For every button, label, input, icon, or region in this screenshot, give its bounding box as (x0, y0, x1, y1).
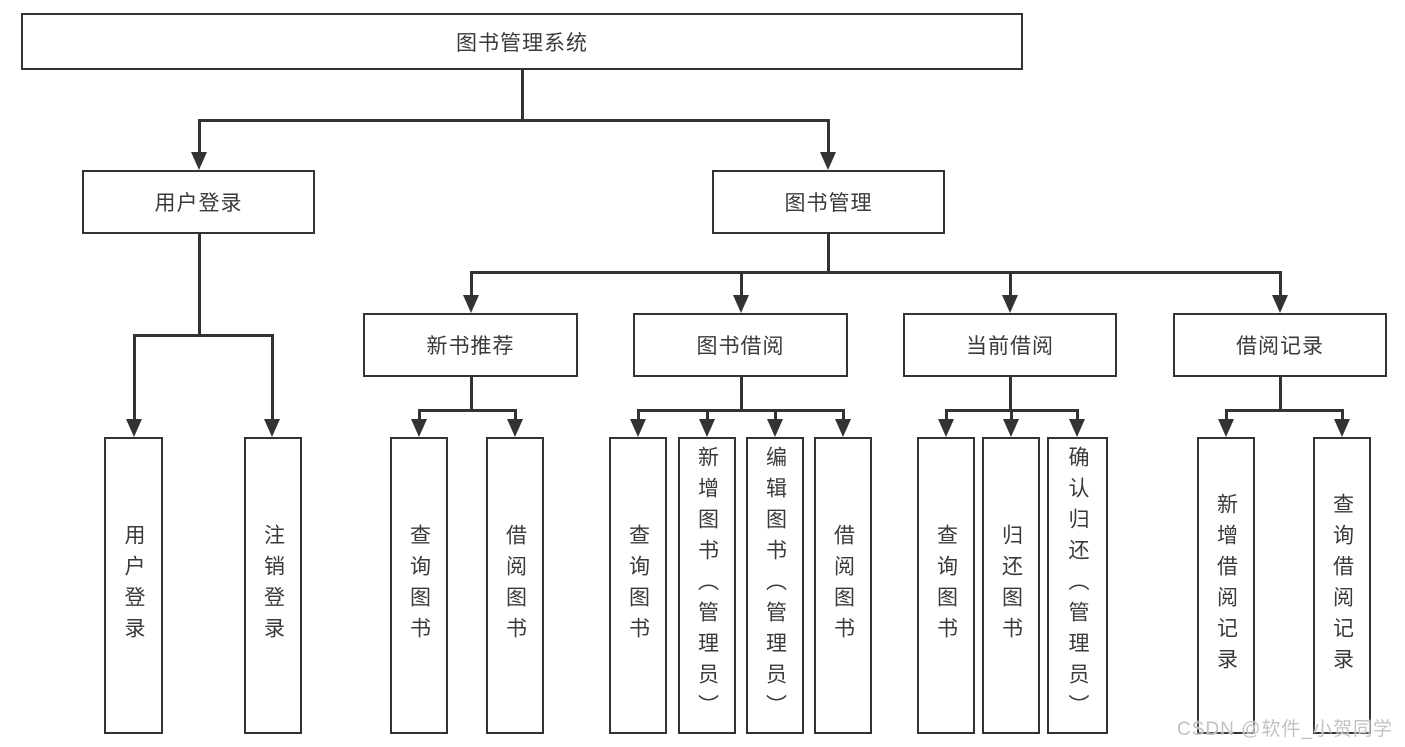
arrow-down-icon (938, 419, 954, 437)
connector-line (1224, 410, 1228, 421)
connector-line (1075, 410, 1079, 421)
connector-line (469, 272, 473, 297)
connector-line (469, 377, 473, 412)
node-new-book-recommend: 新书推荐 (363, 313, 578, 377)
node-current-borrow: 当前借阅 (903, 313, 1117, 377)
connector-line (417, 408, 517, 412)
arrow-down-icon (1002, 295, 1018, 313)
connector-line (520, 69, 524, 121)
connector-line (197, 120, 201, 154)
leaf-label: 借阅图书 (503, 523, 527, 648)
arrow-down-icon (699, 419, 715, 437)
connector-line (1278, 272, 1282, 297)
connector-line (469, 270, 1282, 274)
connector-line (1278, 377, 1282, 412)
leaf-label: 确认归还（管理员） (1066, 446, 1089, 725)
leaf-label: 编辑图书（管理员） (763, 446, 787, 725)
arrow-down-icon (733, 295, 749, 313)
leaf-label: 查询借阅记录 (1330, 492, 1354, 679)
leaf-label: 归还图书 (999, 523, 1023, 648)
leaf-add-borrow-record: 新增借阅记录 (1197, 437, 1255, 734)
connector-line (1340, 410, 1344, 421)
leaf-query-books-borrow: 查询图书 (609, 437, 667, 734)
node-label: 新书推荐 (426, 335, 515, 358)
node-label: 图书借阅 (696, 335, 785, 358)
leaf-query-books-recommend: 查询图书 (390, 437, 448, 734)
connector-line (636, 408, 845, 412)
connector-line (1008, 377, 1012, 412)
leaf-label: 查询图书 (407, 523, 431, 648)
connector-line (705, 410, 709, 421)
leaf-add-books-admin: 新增图书（管理员） (678, 437, 736, 734)
arrow-down-icon (463, 295, 479, 313)
node-label: 图书管理 (784, 192, 873, 215)
leaf-label: 新增借阅记录 (1214, 492, 1238, 679)
arrow-down-icon (507, 419, 523, 437)
connector-line (944, 410, 948, 421)
leaf-label: 借阅图书 (831, 523, 855, 648)
csdn-watermark: CSDN @软件_小贺同学 (1177, 719, 1393, 740)
connector-line (513, 410, 517, 421)
node-label: 当前借阅 (966, 335, 1054, 358)
connector-line (739, 377, 743, 412)
connector-line (826, 120, 830, 154)
arrow-down-icon (1069, 419, 1085, 437)
leaf-borrow-books-recommend: 借阅图书 (486, 437, 544, 734)
connector-line (1224, 408, 1344, 412)
node-book-management: 图书管理 (712, 170, 945, 234)
connector-line (841, 410, 845, 421)
arrow-down-icon (767, 419, 783, 437)
connector-line (773, 410, 777, 421)
leaf-confirm-return-admin: 确认归还（管理员） (1047, 437, 1108, 734)
connector-line (1008, 272, 1012, 297)
arrow-down-icon (630, 419, 646, 437)
leaf-label: 查询图书 (626, 523, 650, 648)
arrow-down-icon (411, 419, 427, 437)
node-label: 图书管理系统 (456, 31, 588, 55)
arrow-down-icon (1218, 419, 1234, 437)
node-label: 用户登录 (154, 192, 243, 215)
leaf-label: 查询图书 (934, 523, 958, 648)
connector-line (197, 233, 201, 337)
arrow-down-icon (191, 152, 207, 170)
connector-line (636, 410, 640, 421)
connector-line (826, 234, 830, 274)
connector-line (417, 410, 421, 421)
leaf-query-books-current: 查询图书 (917, 437, 975, 734)
connector-line (132, 335, 136, 421)
node-label: 借阅记录 (1236, 335, 1324, 358)
leaf-return-books: 归还图书 (982, 437, 1040, 734)
arrow-down-icon (126, 419, 142, 437)
node-library-system: 图书管理系统 (21, 13, 1023, 70)
arrow-down-icon (820, 152, 836, 170)
arrow-down-icon (1334, 419, 1350, 437)
node-book-borrow: 图书借阅 (633, 313, 848, 377)
arrow-down-icon (835, 419, 851, 437)
leaf-label: 新增图书（管理员） (695, 446, 719, 725)
leaf-query-borrow-record: 查询借阅记录 (1313, 437, 1371, 734)
leaf-edit-books-admin: 编辑图书（管理员） (746, 437, 804, 734)
leaf-label: 用户登录 (122, 523, 145, 648)
node-borrow-records: 借阅记录 (1173, 313, 1387, 377)
connector-line (739, 272, 743, 297)
leaf-borrow-books: 借阅图书 (814, 437, 872, 734)
arrow-down-icon (1272, 295, 1288, 313)
leaf-user-login: 用户登录 (104, 437, 163, 734)
leaf-label: 注销登录 (261, 523, 285, 648)
connector-line (270, 335, 274, 421)
connector-line (1009, 410, 1013, 421)
connector-line (132, 333, 274, 337)
leaf-logout: 注销登录 (244, 437, 302, 734)
connector-line (197, 118, 830, 122)
node-user-login: 用户登录 (82, 170, 315, 234)
arrow-down-icon (1003, 419, 1019, 437)
arrow-down-icon (264, 419, 280, 437)
